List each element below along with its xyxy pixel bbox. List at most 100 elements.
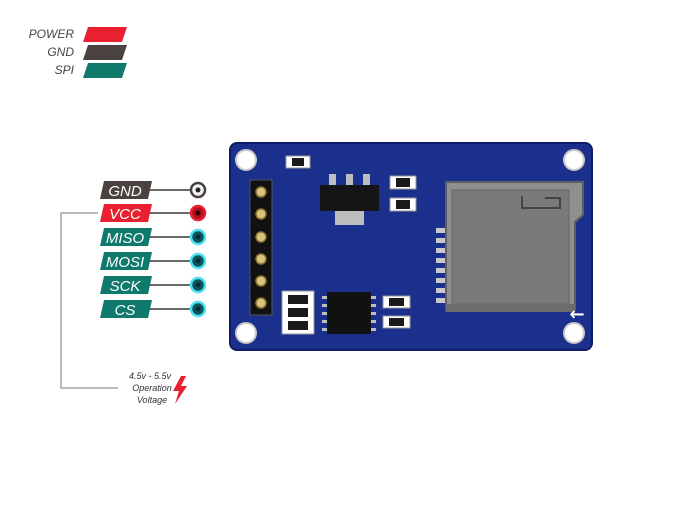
- socket-latch: [521, 196, 561, 209]
- ic-pin: [371, 312, 376, 315]
- legend-swatch-gnd: [83, 45, 127, 60]
- mounting-holes: [235, 149, 585, 344]
- pin-row-gnd: GND: [100, 181, 207, 200]
- header-pin: [255, 208, 267, 220]
- pin-tag-mosi: [100, 252, 152, 270]
- pin-label-gnd: GND: [108, 183, 142, 200]
- pin-row-sck: SCK: [100, 276, 207, 295]
- ic-pin: [322, 304, 327, 307]
- ic-pin: [322, 328, 327, 331]
- socket-contact: [436, 258, 446, 263]
- header-pin: [255, 186, 267, 198]
- voltage-range: 4.5v - 5.5v: [129, 371, 172, 381]
- voltage-note: 4.5v - 5.5v Operation Voltage: [129, 371, 187, 405]
- pin-row-cs: CS: [100, 300, 207, 319]
- pin-row-vcc: VCC: [100, 204, 207, 223]
- socket-contact: [436, 288, 446, 293]
- microsd-socket: [436, 181, 584, 312]
- resistor: [288, 321, 308, 330]
- resistor-array: [281, 290, 315, 335]
- socket-contact: [436, 248, 446, 253]
- smd-resistors-right: [382, 295, 411, 329]
- ic-pins-right: [371, 296, 376, 331]
- socket-front-lip: [446, 304, 575, 312]
- socket-contacts: [436, 228, 446, 303]
- legend-label-spi: SPI: [55, 63, 75, 77]
- pin-label-cs: CS: [115, 302, 136, 319]
- pin-header-body: [249, 179, 273, 316]
- mounting-hole-bottom-left: [235, 322, 257, 344]
- smd-capacitors: [389, 175, 417, 212]
- socket-contact: [436, 238, 446, 243]
- ic-pins-left: [322, 296, 327, 331]
- regulator-pin-top-2: [346, 174, 353, 186]
- regulator-pin-top-3: [363, 174, 370, 186]
- resistor: [288, 308, 308, 317]
- pin-label-sck: SCK: [110, 278, 142, 295]
- header-pin: [255, 253, 267, 265]
- regulator-tab: [335, 211, 364, 225]
- socket-contact: [436, 278, 446, 283]
- socket-contact: [436, 228, 446, 233]
- socket-contact: [436, 298, 446, 303]
- ic-pin: [322, 312, 327, 315]
- smd-res-1-core: [389, 298, 404, 306]
- pin-label-vcc: VCC: [109, 206, 141, 223]
- pin-dot-core-gnd: [195, 187, 201, 193]
- pin-row-miso: MISO: [100, 228, 207, 247]
- smd-cap-1-core: [396, 178, 410, 187]
- legend-item-spi: SPI: [55, 63, 127, 78]
- pin-tag-miso: [100, 228, 152, 246]
- header-pins: [255, 186, 267, 309]
- ic-pin: [371, 304, 376, 307]
- voltage-regulator: [320, 174, 379, 225]
- sd-card-module-board: ←: [229, 142, 593, 351]
- legend-swatch-spi: [83, 63, 127, 78]
- header-pin: [255, 297, 267, 309]
- pin-labels: GND VCC MISO MOSI: [100, 181, 207, 319]
- lightning-bolt-icon: [173, 376, 187, 404]
- pin-tag-cs: [100, 300, 152, 318]
- ic-pin: [371, 320, 376, 323]
- pin-label-miso: MISO: [106, 230, 145, 247]
- pin-dot-core-mosi: [195, 258, 201, 264]
- regulator-pin-top-1: [329, 174, 336, 186]
- smd-res-2-core: [389, 318, 404, 326]
- socket-contact: [436, 268, 446, 273]
- legend-label-gnd: GND: [47, 45, 74, 59]
- smd-core: [292, 158, 304, 166]
- pin-tag-sck: [100, 276, 152, 294]
- ic-pin: [371, 296, 376, 299]
- voltage-label-line1: Operation: [132, 383, 172, 393]
- smd-resistor-top: [285, 155, 311, 169]
- legend-label-power: POWER: [29, 27, 75, 41]
- pin-dot-core-sck: [195, 282, 201, 288]
- voltage-label-line2: Voltage: [137, 395, 167, 405]
- pin-label-mosi: MOSI: [106, 254, 144, 271]
- pin-dot-core-vcc: [195, 210, 201, 216]
- level-shifter-ic: [322, 292, 376, 334]
- pin-tag-vcc: [100, 204, 152, 222]
- pin-dot-core-miso: [195, 234, 201, 240]
- ic-body: [327, 292, 371, 334]
- legend-item-power: POWER: [29, 27, 127, 42]
- pin-dot-core-cs: [195, 306, 201, 312]
- mounting-hole-top-right: [563, 149, 585, 171]
- insert-direction-arrow: ←: [569, 304, 584, 325]
- legend-swatch-power: [83, 27, 127, 42]
- smd-cap-2-core: [396, 200, 410, 209]
- regulator-body: [320, 185, 379, 211]
- pin-tag-gnd: [100, 181, 152, 199]
- ic-pin: [371, 328, 376, 331]
- mounting-hole-bottom-right: [563, 322, 585, 344]
- legend: POWER GND SPI: [29, 27, 127, 78]
- resistor: [288, 295, 308, 304]
- mounting-hole-top-left: [235, 149, 257, 171]
- ic-pin: [322, 296, 327, 299]
- header-pin: [255, 231, 267, 243]
- vcc-bracket-line: [60, 212, 118, 389]
- ic-pin: [322, 320, 327, 323]
- pin-row-mosi: MOSI: [100, 252, 207, 271]
- header-pin: [255, 275, 267, 287]
